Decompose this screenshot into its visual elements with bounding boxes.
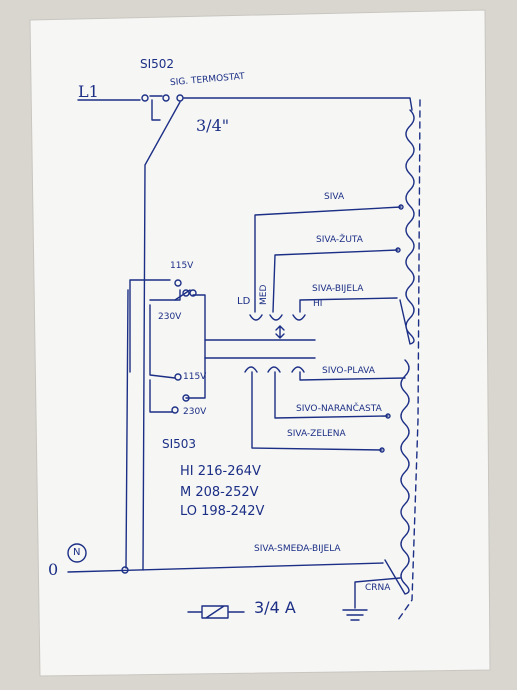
neutral-wire	[67, 562, 384, 573]
si-switch-left	[129, 279, 181, 373]
label-crna: CRNA	[365, 583, 391, 593]
paper-sheet	[29, 9, 491, 677]
ground-symbol	[342, 609, 368, 621]
switch-lever-top	[174, 289, 191, 301]
contact-115-top-b	[182, 289, 190, 297]
coil-dashed	[397, 99, 421, 621]
jack-low-2	[267, 366, 281, 373]
jack-ld	[249, 314, 263, 321]
jack-hi	[292, 314, 306, 321]
label-hi-range: HI 216-264V	[180, 464, 261, 479]
jack-low-3	[291, 366, 305, 373]
coil-top	[399, 109, 415, 345]
selector-arrow	[275, 325, 285, 339]
contact-230-top	[189, 289, 197, 297]
label-med: MED	[259, 284, 269, 305]
contact-230-bottom	[171, 406, 179, 414]
label-switch-503: SI503	[162, 437, 197, 451]
feed-diagonal	[142, 101, 181, 571]
label-115v-top: 115V	[170, 261, 194, 271]
jack-med	[269, 314, 283, 321]
label-siva-zelena: SIVA-ZELENA	[287, 429, 346, 439]
contact-115-top	[174, 279, 182, 287]
switch-link	[149, 304, 176, 379]
fuse-symbol	[187, 605, 245, 619]
contact-115-bottom	[174, 373, 182, 381]
label-siva: SIVA	[324, 192, 345, 202]
label-siva-zuta: SIVA-ŽUTA	[316, 235, 363, 245]
label-neutral-n: N	[73, 547, 81, 558]
label-siva-smeda-bijela: SIVA-SMEĐA-BIJELA	[254, 544, 341, 554]
label-ld: LD	[237, 296, 251, 307]
label-sivo-plava: SIVO-PLAVA	[322, 366, 375, 376]
label-115v-bottom: 115V	[183, 372, 207, 382]
thermostat-out	[183, 97, 413, 111]
label-hi-small: HI	[313, 299, 323, 309]
wire-siva-zuta	[272, 249, 399, 313]
label-230v-top: 230V	[158, 312, 182, 322]
label-m-range: M 208-252V	[180, 485, 259, 500]
neutral-circle	[67, 543, 87, 563]
wire-siva-bijela	[299, 297, 398, 313]
wire-zelena	[251, 371, 383, 451]
wire-narancasta	[274, 371, 389, 419]
label-fuse-top: 3/4"	[196, 116, 230, 135]
neutral-up	[125, 289, 129, 569]
label-230v-bottom: 230V	[183, 407, 207, 417]
contact-1	[141, 94, 149, 102]
switch-link-2	[192, 294, 206, 359]
label-fuse-bottom: 3/4 A	[254, 598, 296, 617]
ground-wire	[354, 577, 401, 609]
jack-low-1	[244, 366, 258, 373]
thermostat-body	[149, 95, 163, 121]
label-switch-502: SI502	[140, 57, 175, 71]
contact-3	[176, 94, 184, 102]
coil-bottom	[384, 359, 410, 595]
wire-siva	[254, 206, 402, 313]
wire-sivo-plava	[299, 371, 406, 381]
label-lo-range: LO 198-242V	[180, 504, 265, 519]
label-sivo-narancasta: SIVO-NARANČASTA	[296, 404, 382, 414]
switch-lever-bottom	[149, 357, 206, 413]
contact-2	[162, 94, 170, 102]
label-l1: L1	[78, 82, 99, 101]
label-neutral-zero: 0	[48, 560, 59, 579]
label-siva-bijela: SIVA-BIJELA	[312, 284, 364, 294]
